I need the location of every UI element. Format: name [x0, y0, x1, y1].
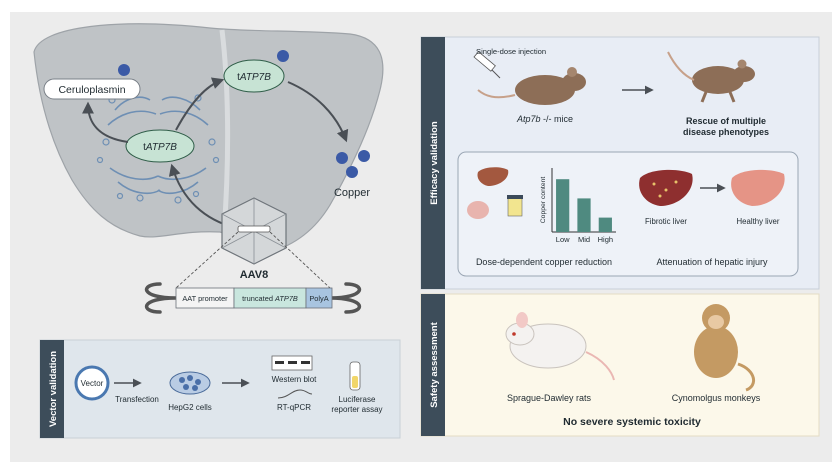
ceruloplasmin-box [43, 78, 141, 100]
safety-band [421, 294, 445, 436]
protein-golgi-label: tATP7B [143, 142, 177, 153]
chart-tick-high: High [598, 235, 613, 244]
ceruloplasmin-label: Ceruloplasmin [58, 84, 125, 96]
mice-label: Atp7b -/- mice [516, 114, 573, 124]
liver-panel: tATP7B tATP7B Ceruloplasmin Copper AAV8 [33, 23, 384, 314]
copper-ion [277, 50, 289, 62]
golgi-network [107, 96, 209, 195]
arrow-golgi-to-ceruloplasmin [82, 101, 129, 143]
copper-cluster [336, 150, 370, 178]
rescued-mouse-icon [667, 51, 755, 103]
urine-cup-icon [507, 197, 523, 217]
liver-icon [477, 167, 509, 186]
chart-tick-low: Low [556, 235, 570, 244]
cassette-polya [305, 287, 333, 309]
protein-golgi [125, 129, 195, 163]
protein-membrane-label: tATP7B [237, 72, 271, 83]
syringe-icon [473, 51, 501, 79]
rats-label: Sprague-Dawley rats [507, 393, 592, 403]
qpcr-label: RT-qPCR [277, 403, 311, 412]
safety-panel: Safety assessment Sprague-Dawley rats Cy… [420, 293, 820, 437]
fibrotic-label: Fibrotic liver [645, 217, 687, 226]
rescue-label-2: disease phenotypes [683, 127, 769, 137]
cassette-polya-label: PolyA [309, 294, 328, 303]
copper-label: Copper [334, 187, 370, 199]
monkey-icon [694, 304, 755, 392]
aav8-label: AAV8 [240, 269, 269, 281]
blot-bands [275, 361, 310, 364]
chart-bar-low [556, 179, 570, 232]
rat-icon [505, 312, 615, 381]
dose-caption: Dose-dependent copper reduction [476, 257, 612, 267]
efficacy-inner-box [457, 151, 799, 277]
tissue-icons [467, 167, 523, 219]
healthy-label: Healthy liver [737, 217, 780, 226]
healthy-liver-icon [731, 169, 785, 206]
protein-membrane [223, 59, 285, 93]
chart-bars [556, 179, 612, 232]
urine-cup-lid [507, 195, 523, 199]
plasmid-label: Vector [81, 379, 104, 388]
arrow-membrane-to-copper [287, 81, 349, 143]
chart-tick-labels: Low Mid High [556, 235, 613, 244]
copper-chart: Copper content Low Mid High [540, 168, 616, 244]
efficacy-panel: Efficacy validation Single-dose injectio… [420, 36, 820, 290]
safety-panel-bg [420, 293, 820, 437]
rescue-label-1: Rescue of multiple [686, 116, 766, 126]
hepatic-caption: Attenuation of hepatic injury [656, 257, 768, 267]
chart-bar-mid [577, 198, 591, 232]
itr-right [328, 282, 362, 314]
injection-label: Single-dose injection [476, 47, 546, 56]
cassette-promoter-label: AAT promoter [182, 294, 228, 303]
luciferase-label-2: reporter assay [331, 405, 382, 414]
efficacy-band [421, 37, 445, 289]
cells-label: HepG2 cells [168, 403, 212, 412]
qpcr-icon [277, 389, 313, 399]
transfection-label: Transfection [115, 395, 159, 404]
luciferase-glow [352, 376, 358, 388]
fibrotic-liver-icon [639, 169, 693, 206]
arrow-golgi-to-membrane [175, 77, 225, 131]
cassette-gene-label: truncated ATP7B [242, 294, 298, 303]
luciferase-label-1: Luciferase [339, 395, 376, 404]
vector-band-label: Vector validation [48, 351, 59, 427]
plasmid-icon [74, 365, 110, 401]
expression-cassette: AAT promoter truncated ATP7B PolyA [144, 282, 362, 314]
knockout-mouse-icon [477, 67, 586, 105]
monkeys-label: Cynomolgus monkeys [672, 393, 761, 403]
efficacy-band-label: Efficacy validation [429, 121, 440, 205]
chart-bar-high [598, 217, 612, 232]
vector-band [40, 340, 64, 438]
liver-lobe-divider [219, 29, 231, 233]
safety-conclusion: No severe systemic toxicity [563, 416, 701, 428]
safety-band-label: Safety assessment [429, 321, 440, 407]
chart-tick-mid: Mid [578, 235, 590, 244]
copper-ion [118, 64, 130, 76]
fibrosis-marks [652, 180, 678, 198]
chart-y-label: Copper content [540, 177, 547, 224]
aav8-genome [237, 225, 271, 233]
brain-icon [467, 201, 489, 219]
western-blot-label: Western blot [272, 375, 318, 384]
cells [179, 375, 201, 391]
itr-left [144, 282, 178, 314]
cell-dish-icon [169, 371, 211, 395]
zoom-line-right [269, 231, 331, 289]
vector-validation-panel: Vector validation Vector Transfection He… [39, 339, 401, 439]
zoom-line-left [175, 231, 239, 289]
